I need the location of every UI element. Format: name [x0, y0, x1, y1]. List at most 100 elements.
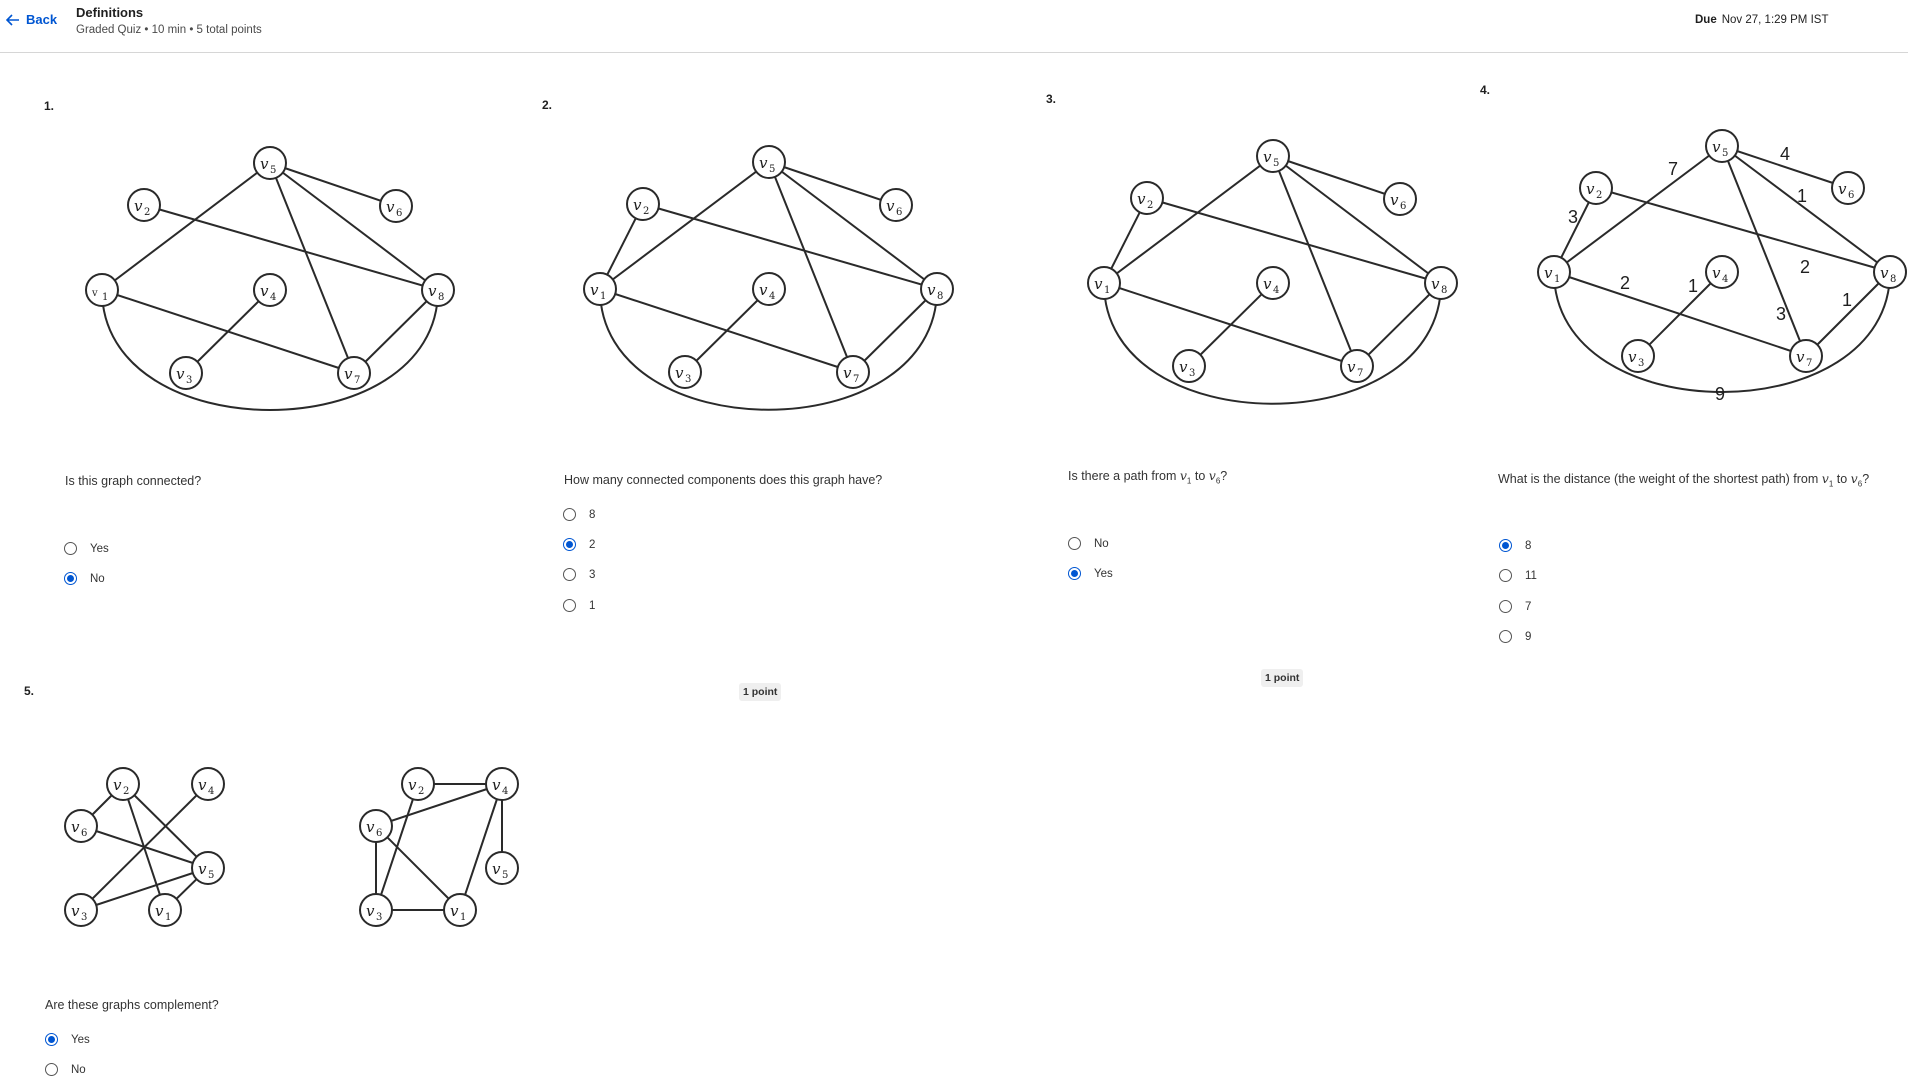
svg-text:2: 2	[1800, 257, 1810, 277]
question-1-option-no[interactable]: No	[64, 572, 105, 585]
question-2-option-1[interactable]: 8	[563, 508, 595, 521]
edge-v1-v5	[101, 162, 271, 291]
svg-text:1: 1	[600, 291, 606, 302]
radio-button[interactable]	[1068, 537, 1081, 550]
svg-text:v: v	[91, 288, 98, 299]
svg-text:v: v	[590, 281, 599, 299]
question-5-option-no[interactable]: No	[45, 1063, 86, 1076]
radio-button[interactable]	[1499, 600, 1512, 613]
svg-text:v: v	[1796, 348, 1805, 366]
question-4-option-3[interactable]: 7	[1499, 600, 1531, 613]
svg-text:2: 2	[418, 786, 424, 797]
due-value: Nov 27, 1:29 PM IST	[1721, 14, 1829, 26]
svg-text:6: 6	[1848, 190, 1854, 201]
svg-text:v: v	[492, 860, 501, 878]
svg-text:v: v	[386, 198, 395, 216]
question-5-option-yes[interactable]: Yes	[45, 1033, 90, 1046]
question-4-option-2[interactable]: 11	[1499, 569, 1537, 582]
svg-text:4: 4	[1780, 144, 1790, 164]
back-button[interactable]: Back	[6, 12, 57, 27]
svg-text:v: v	[366, 818, 375, 836]
radio-button[interactable]	[1499, 569, 1512, 582]
radio-button[interactable]	[563, 568, 576, 581]
question-4-number: 4.	[1480, 83, 1491, 97]
question-2-option-3[interactable]: 3	[563, 568, 595, 581]
svg-text:2: 2	[1620, 273, 1630, 293]
svg-text:9: 9	[1715, 384, 1725, 404]
question-2-option-4[interactable]: 1	[563, 599, 595, 612]
radio-button[interactable]	[1499, 630, 1512, 643]
svg-text:v: v	[927, 281, 936, 299]
svg-text:v: v	[198, 860, 207, 878]
radio-button[interactable]	[563, 508, 576, 521]
svg-text:v: v	[1880, 264, 1889, 282]
svg-text:1: 1	[102, 292, 108, 303]
question-1-option-yes[interactable]: Yes	[64, 542, 109, 555]
svg-text:v: v	[155, 902, 164, 920]
svg-text:v: v	[1712, 264, 1721, 282]
svg-text:1: 1	[460, 912, 466, 923]
option-label: Yes	[71, 1033, 90, 1046]
svg-text:v: v	[633, 196, 642, 214]
svg-text:2: 2	[643, 206, 649, 217]
radio-button-selected[interactable]	[563, 538, 576, 551]
svg-text:3: 3	[1638, 358, 1644, 369]
option-label: Yes	[90, 542, 109, 555]
question-5-prompt: Are these graphs complement?	[45, 998, 219, 1012]
svg-text:4: 4	[1722, 274, 1728, 285]
radio-button[interactable]	[563, 599, 576, 612]
svg-text:4: 4	[1273, 285, 1279, 296]
svg-text:3: 3	[685, 374, 691, 385]
radio-button[interactable]	[64, 542, 77, 555]
edge-v5-v8	[269, 162, 439, 291]
svg-text:v: v	[1263, 148, 1272, 166]
question-3-option-yes[interactable]: Yes	[1068, 567, 1113, 580]
svg-text:v: v	[1628, 348, 1637, 366]
question-1-number: 1.	[44, 99, 55, 113]
svg-text:v: v	[759, 154, 768, 172]
question-3-prompt: Is there a path from v1 to v6?	[1068, 468, 1228, 486]
svg-text:v: v	[492, 776, 501, 794]
svg-text:v: v	[344, 365, 353, 383]
svg-text:7: 7	[853, 374, 859, 385]
question-4-prompt: What is the distance (the weight of the …	[1498, 471, 1870, 489]
radio-button-selected[interactable]	[64, 572, 77, 585]
question-5-number: 5.	[24, 684, 35, 698]
radio-button-selected[interactable]	[1068, 567, 1081, 580]
question-4-option-1[interactable]: 8	[1499, 539, 1531, 552]
question-3-option-no[interactable]: No	[1068, 537, 1109, 550]
question-2-prompt: How many connected components does this …	[564, 473, 883, 487]
svg-text:5: 5	[1722, 148, 1728, 159]
svg-text:5: 5	[270, 165, 276, 176]
question-4-option-4[interactable]: 9	[1499, 630, 1531, 643]
question-2-option-2[interactable]: 2	[563, 538, 595, 551]
svg-text:v: v	[1390, 191, 1399, 209]
edge-v5-v7	[269, 162, 355, 374]
svg-text:v: v	[1431, 275, 1440, 293]
radio-button-selected[interactable]	[1499, 539, 1512, 552]
svg-text:6: 6	[81, 828, 87, 839]
svg-text:8: 8	[438, 292, 444, 303]
radio-button[interactable]	[45, 1063, 58, 1076]
svg-text:v: v	[759, 281, 768, 299]
svg-text:5: 5	[208, 870, 214, 881]
svg-text:4: 4	[270, 292, 276, 303]
svg-text:6: 6	[376, 828, 382, 839]
radio-button-selected[interactable]	[45, 1033, 58, 1046]
